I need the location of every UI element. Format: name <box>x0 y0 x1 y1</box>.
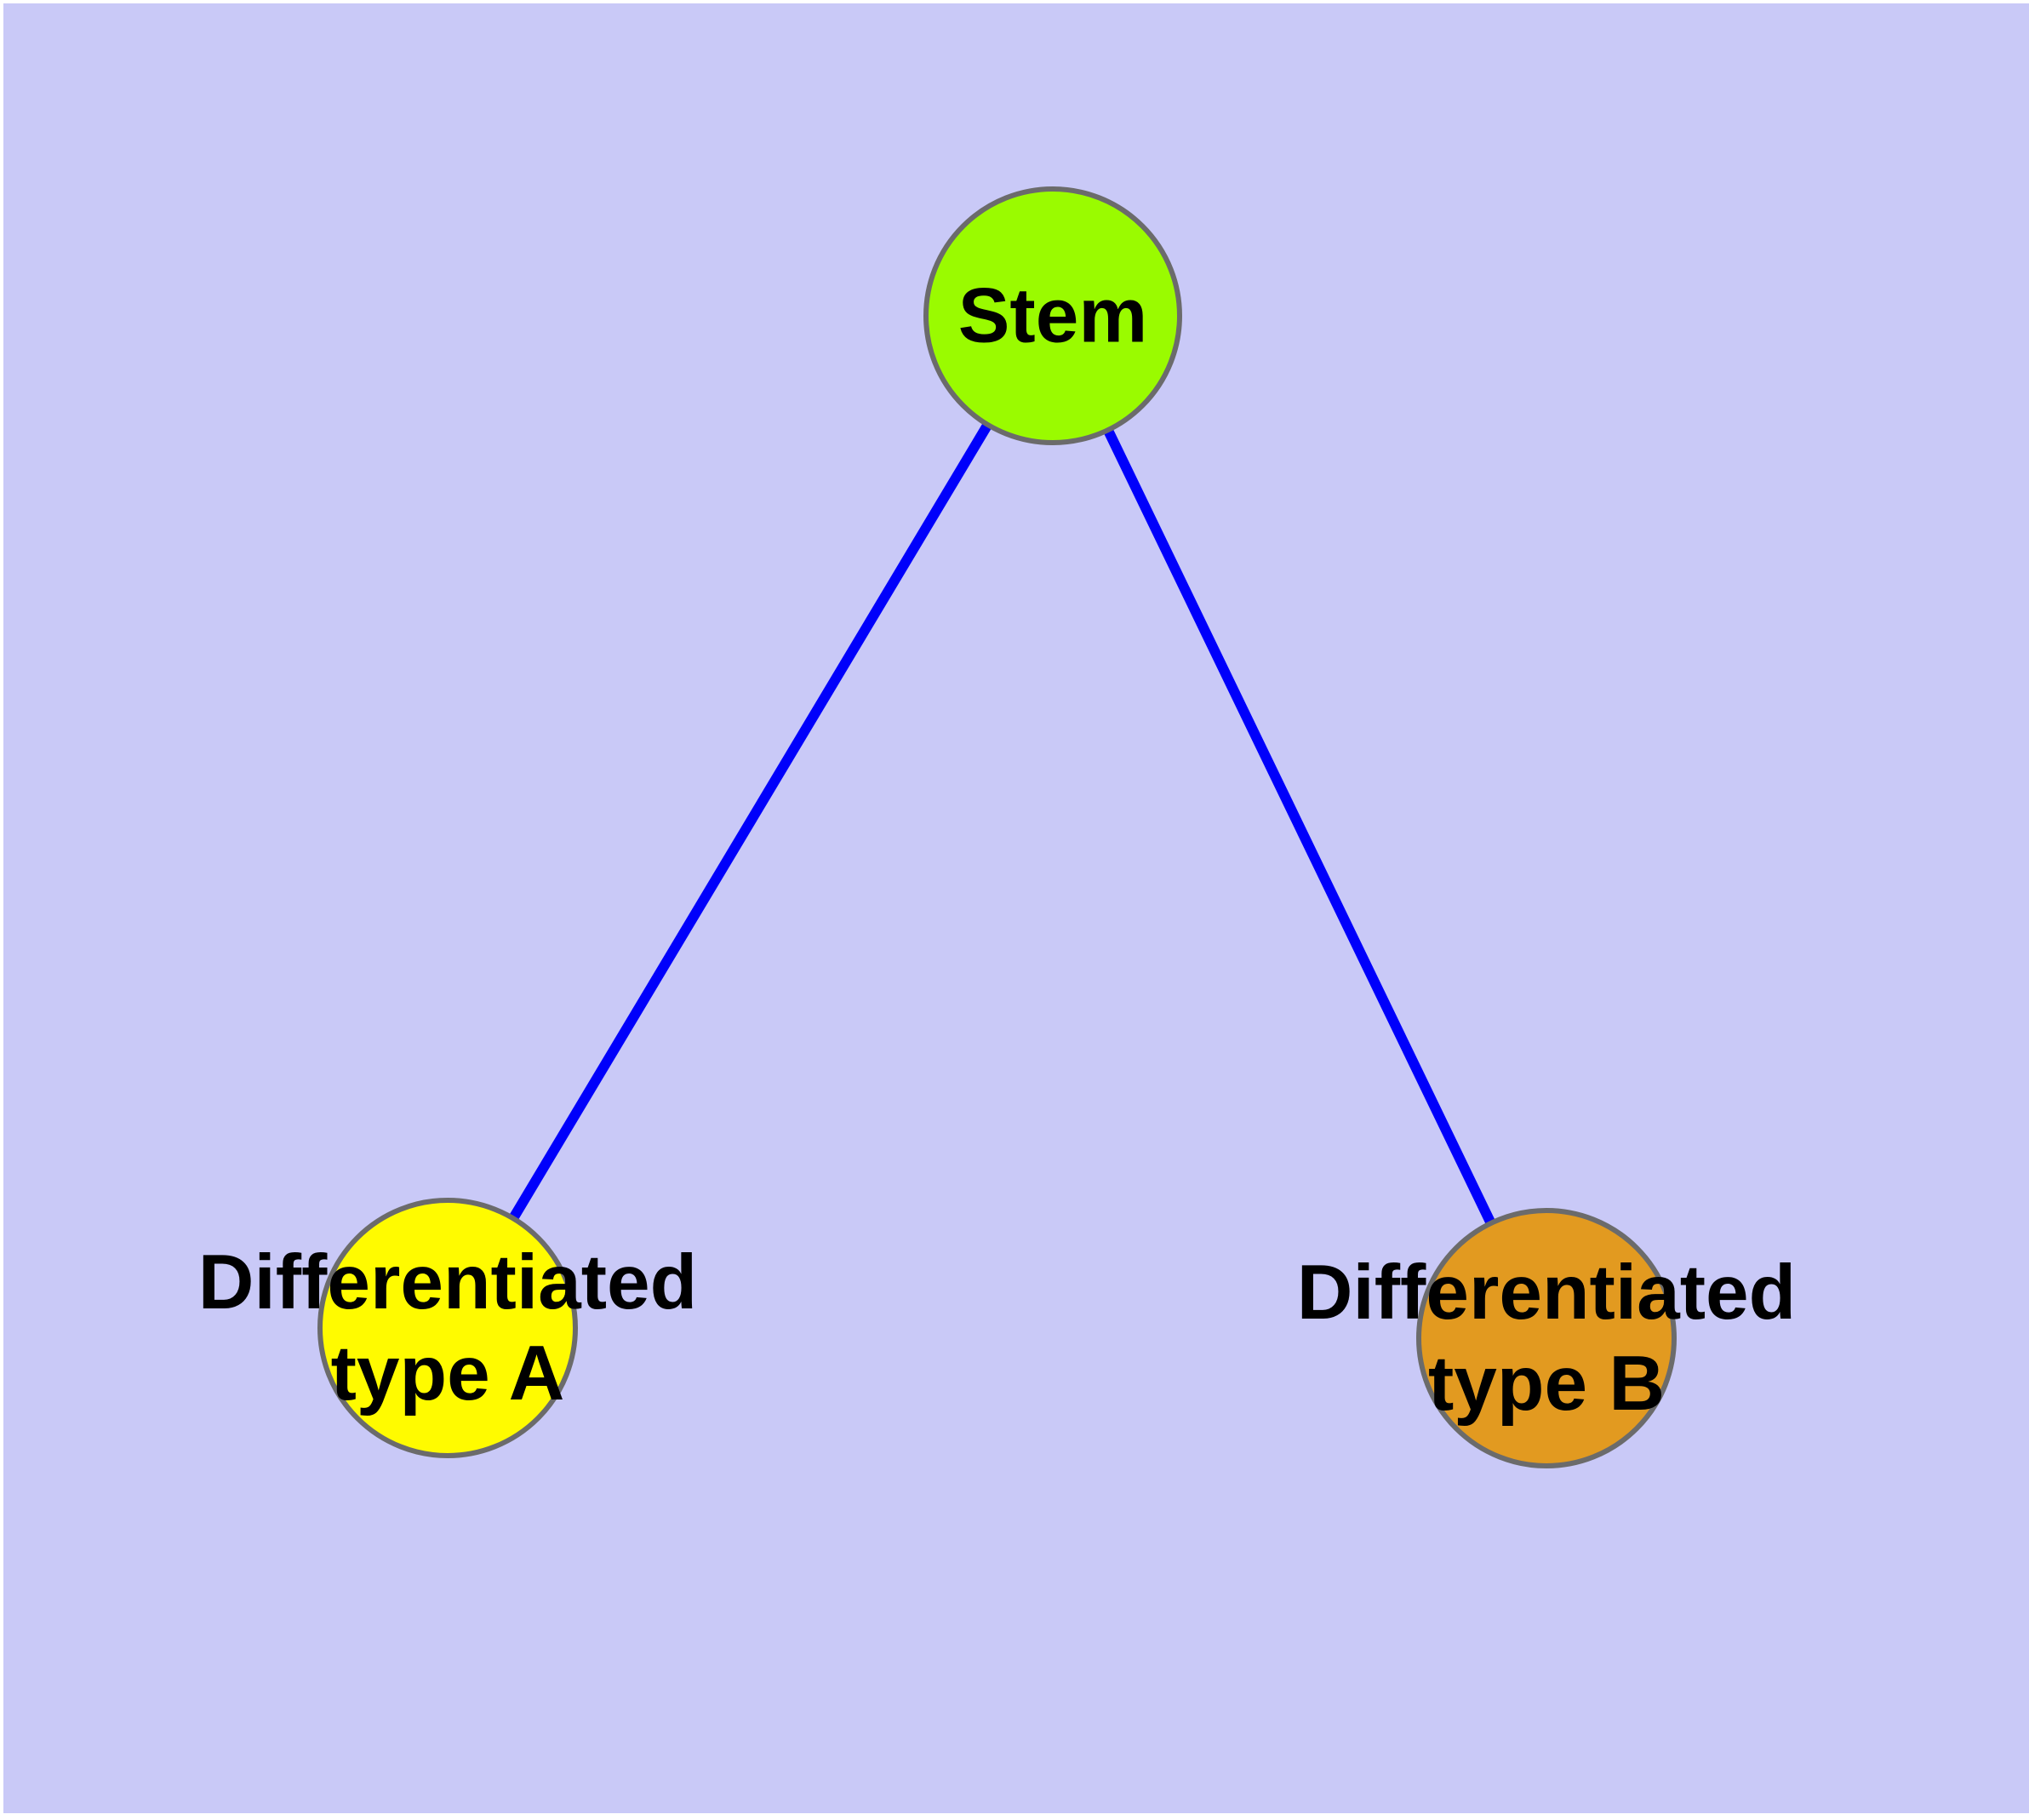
window-edge-bottom <box>0 1813 2029 1820</box>
node-type-b-circle[interactable] <box>1416 1208 1677 1468</box>
node-stem-circle[interactable] <box>923 186 1182 445</box>
window-edge-top <box>0 0 2029 3</box>
edge-stem-to-type-b[interactable] <box>1048 313 1552 1341</box>
node-type-a-circle[interactable] <box>317 1198 578 1458</box>
window-edge-left <box>0 0 3 1820</box>
edge-stem-to-type-a[interactable] <box>443 312 1058 1331</box>
